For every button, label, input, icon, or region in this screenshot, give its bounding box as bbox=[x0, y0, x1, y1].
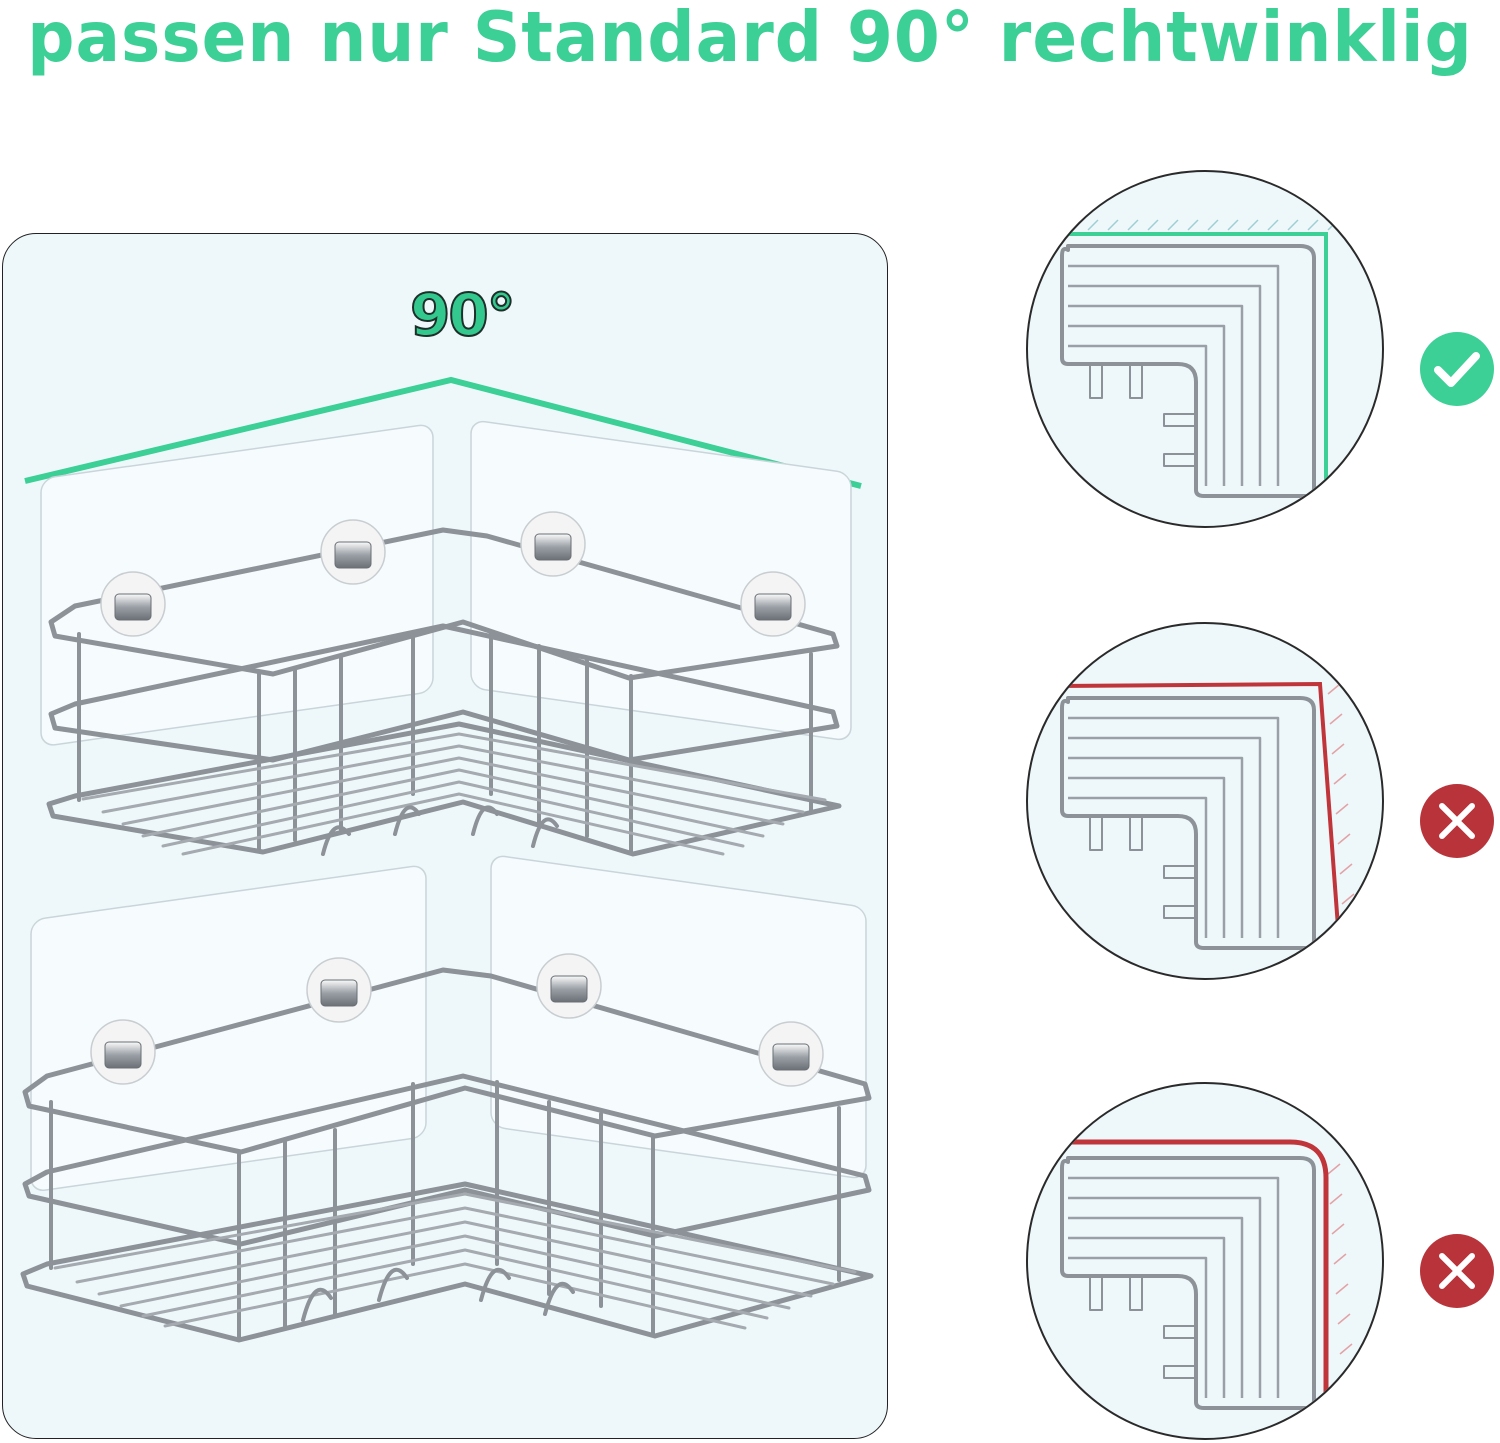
shelf-illustration bbox=[20, 376, 874, 1343]
status-suitable bbox=[1420, 332, 1494, 406]
corner-detail-right-angle bbox=[1058, 219, 1339, 502]
checkmark-icon bbox=[1420, 332, 1494, 406]
lower-basket bbox=[20, 967, 874, 1343]
status-not-suitable bbox=[1420, 784, 1494, 858]
corner-lines bbox=[24, 376, 862, 489]
product-illustration-panel bbox=[2, 233, 888, 1439]
headline: passen nur Standard 90° rechtwinklig bbox=[27, 0, 1473, 78]
cross-icon bbox=[1420, 784, 1494, 858]
status-not-suitable bbox=[1420, 1234, 1494, 1308]
corner-detail-obtuse-angle bbox=[1057, 681, 1357, 955]
upper-basket bbox=[46, 527, 842, 857]
cross-icon bbox=[1420, 1234, 1494, 1308]
corner-example-right-angle bbox=[1026, 170, 1384, 528]
angle-label: 90° bbox=[409, 280, 517, 350]
corner-detail-rounded bbox=[1058, 1139, 1355, 1414]
corner-example-obtuse-angle bbox=[1026, 622, 1384, 980]
corner-example-rounded bbox=[1026, 1082, 1384, 1440]
